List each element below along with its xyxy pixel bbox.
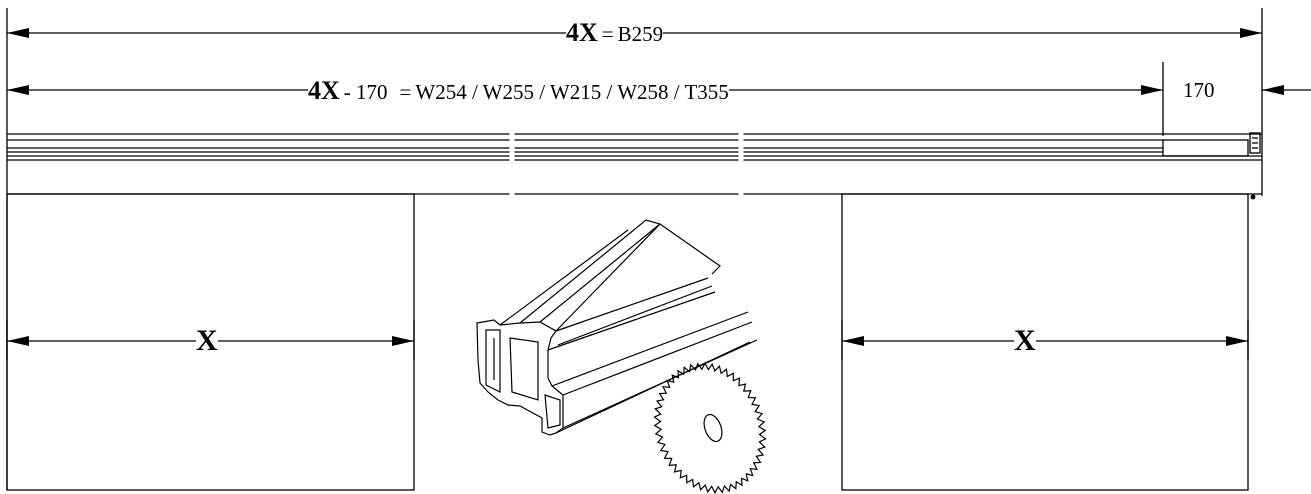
total-reference: B259	[617, 22, 664, 46]
cut-minus: - 170	[343, 80, 388, 104]
total-multiplier: 4X	[566, 18, 598, 47]
total-dimension-label: 4X = B259	[566, 18, 664, 47]
cut-multiplier: 4X	[308, 76, 340, 105]
right-piece	[841, 193, 1249, 491]
left-x-label: X	[196, 324, 218, 357]
cut-dimension-label: 4X - 170 = W254 / W255 / W215 / W258 / T…	[308, 78, 729, 104]
rail-profile	[7, 132, 1262, 200]
aluminium-profile-icon	[476, 219, 758, 436]
saw-blade-icon	[653, 362, 767, 494]
end-dimension-label: 170	[1183, 78, 1215, 102]
right-x-label: X	[1014, 324, 1036, 357]
cut-references: W254 / W255 / W215 / W258 / T355	[415, 80, 729, 104]
total-equals: =	[601, 22, 614, 46]
cut-equals: =	[399, 80, 412, 104]
